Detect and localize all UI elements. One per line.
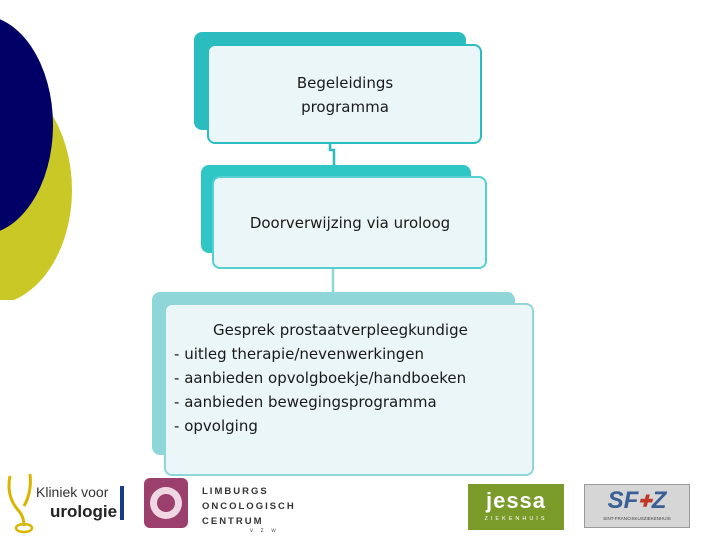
box-3-item-text: aanbieden bewegingsprogramma [184,393,437,411]
bullet: - [174,417,180,435]
kliniek-bar [120,486,124,520]
box-3-item: - aanbieden bewegingsprogramma [170,390,530,414]
loc-emblem-icon [144,478,188,528]
box-3-item: - aanbieden opvolgboekje/handboeken [170,366,530,390]
box-3-item-text: opvolging [184,417,258,435]
box-1-line-1: Begeleidings [296,74,394,92]
box-2-front [212,176,487,269]
cross-icon: ✚ [638,493,652,511]
bullet: - [174,345,180,363]
loc-line-4: v z w [250,528,279,534]
sfz-sub: SINT-FRANCISKUSZIEKENHUIS [603,516,671,521]
sfz-name: SF [607,487,639,514]
box-3-front [164,303,534,476]
loc-line-3: CENTRUM [202,516,264,527]
kliniek-emblem-icon [7,473,34,534]
loc-line-2: ONCOLOGISCH [202,501,296,512]
box-3-title: Gesprek prostaatverpleegkundige [213,321,468,339]
box-2-text: Doorverwijzing via uroloog [215,180,485,266]
bullet: - [174,393,180,411]
sfz-name-2: Z [651,487,667,514]
box-3-item: - opvolging [170,414,530,438]
logo-sfz: SF✚Z SINT-FRANCISKUSZIEKENHUIS [584,484,690,528]
bullet: - [174,369,180,387]
box-1-front [207,44,482,144]
box-3-text: Gesprek prostaatverpleegkundige - uitleg… [170,318,530,438]
jessa-name: jessa [485,488,547,513]
decorative-left-shapes [0,19,72,300]
box-3-item-text: uitleg therapie/nevenwerkingen [184,345,425,363]
logo-limburgs-oncologisch-centrum: LIMBURGS ONCOLOGISCH CENTRUM v z w [142,476,294,538]
box-3-item-text: aanbieden opvolgboekje/handboeken [184,369,467,387]
box-1-line-2: programma [301,98,389,116]
box-3-item: - uitleg therapie/nevenwerkingen [170,342,530,366]
box-1-text: Begeleidings programma [210,45,480,145]
connector-lines [328,142,336,292]
kliniek-line-2: urologie [50,502,118,521]
logo-kliniek-urologie: Kliniek voor urologie [4,470,126,534]
box-2-label: Doorverwijzing via uroloog [249,214,451,232]
loc-line-1: LIMBURGS [202,486,269,497]
kliniek-line-1: Kliniek voor [36,484,109,500]
navy-circle-decoration [0,19,53,231]
jessa-sub: ZIEKENHUIS [484,516,548,522]
logo-jessa: jessa ZIEKENHUIS [468,484,564,530]
connector-1-2 [328,142,336,165]
